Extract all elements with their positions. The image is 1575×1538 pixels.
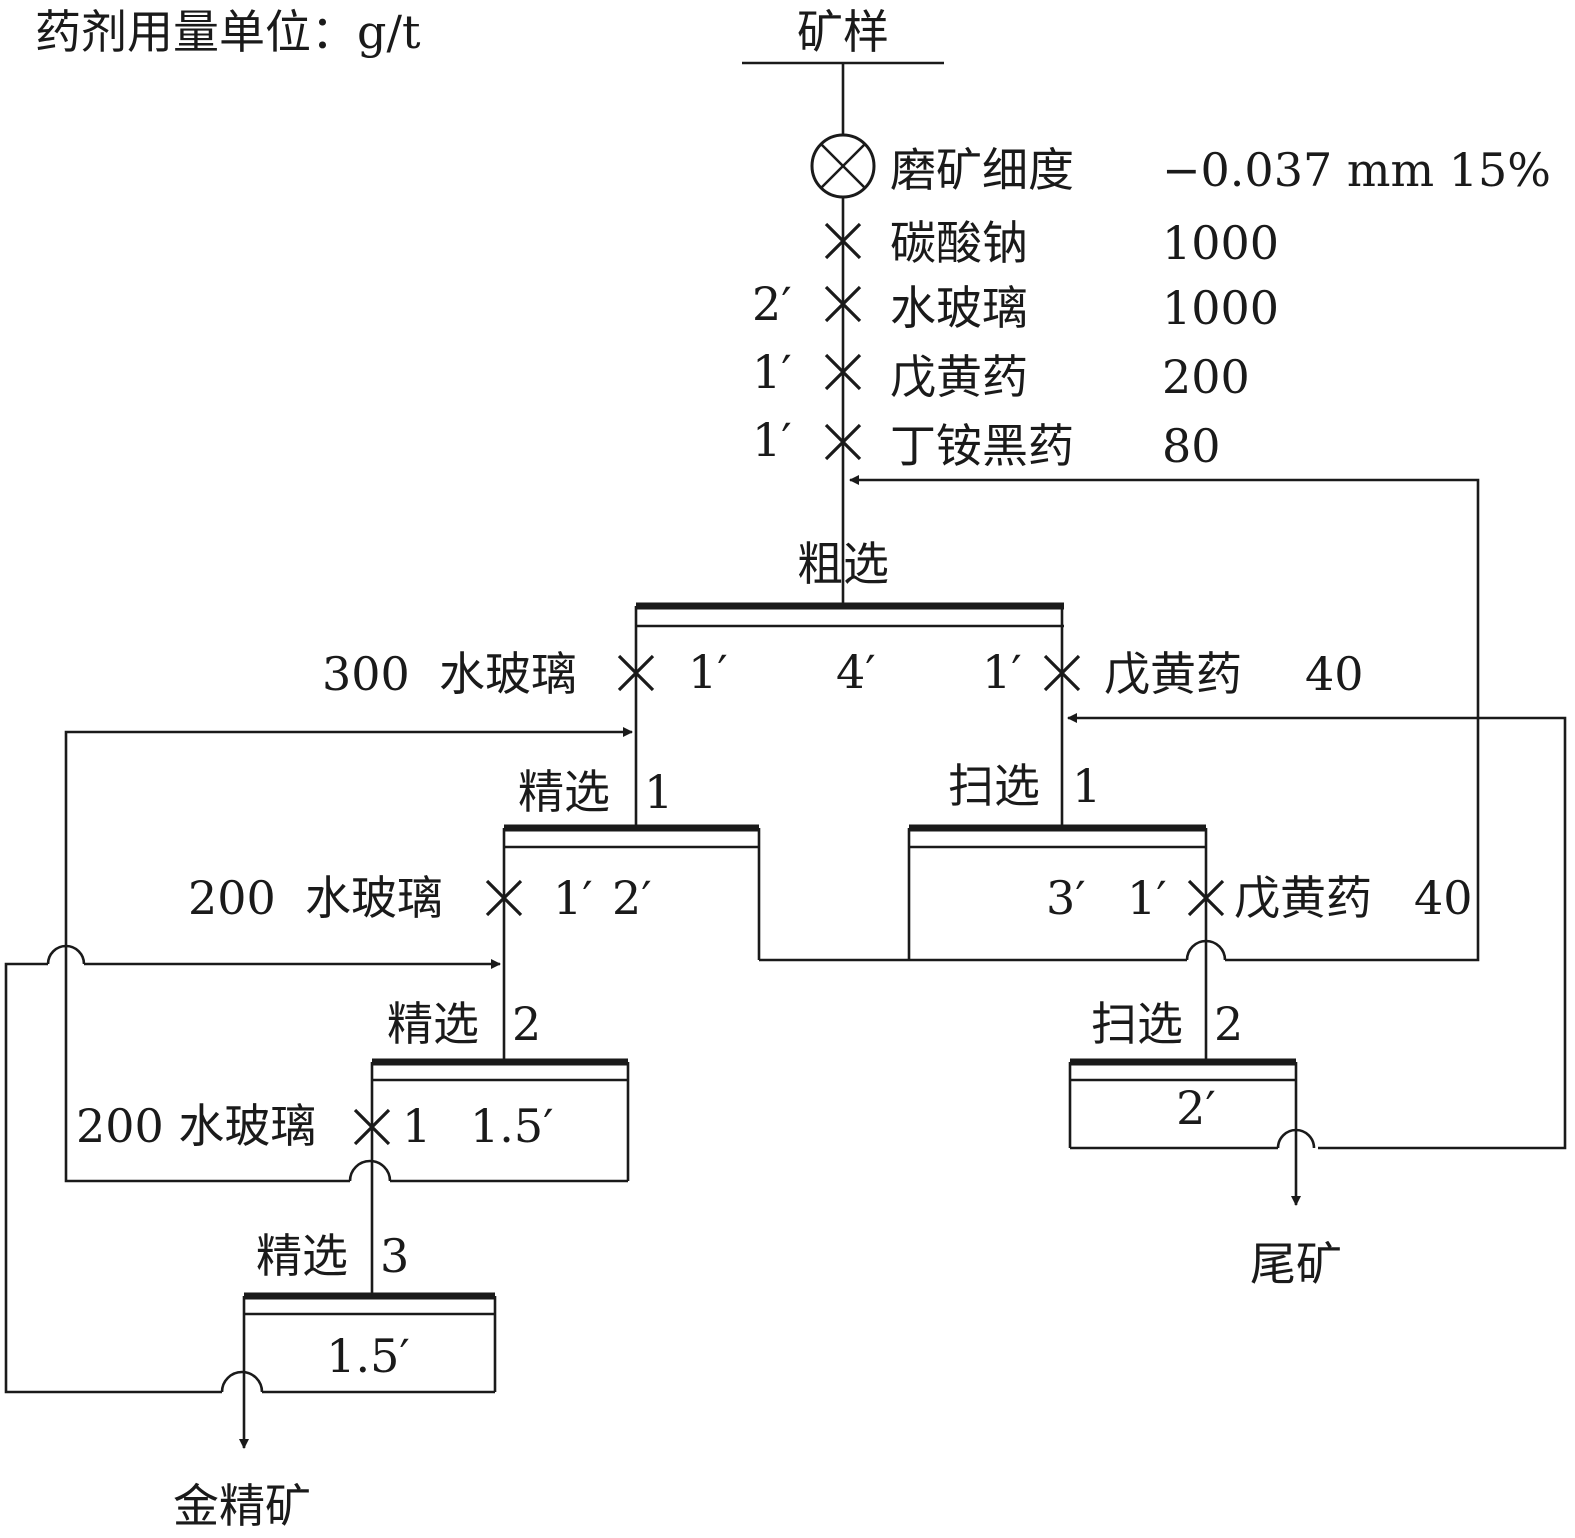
cleaner1-cross xyxy=(485,879,523,917)
scavenger2-label: 扫选 xyxy=(1091,997,1183,1051)
scavenger1-label: 扫选 xyxy=(948,759,1040,813)
scavenger2-float-time: 2′ xyxy=(1176,1081,1216,1135)
grinding-label: 磨矿细度 xyxy=(890,143,1074,197)
reagent-time-2: 1′ xyxy=(752,345,792,399)
reagent-time-3: 1′ xyxy=(752,413,792,467)
reagent-dose-2: 200 xyxy=(1162,350,1250,404)
crossing-hop-cln3 xyxy=(220,1370,264,1393)
reagent-name-0: 碳酸钠 xyxy=(890,216,1028,270)
cleaner3-label: 精选 xyxy=(256,1229,348,1283)
scavenger1-time: 1′ xyxy=(1127,871,1167,925)
recycle-cln2-to-cln1 xyxy=(64,727,633,1183)
cleaner1-time2: 2′ xyxy=(612,871,652,925)
recycle-scav2-to-scav1 xyxy=(1067,713,1567,1150)
cleaner1-label: 精选 xyxy=(518,765,610,819)
unit-note: 药剂用量单位：g/t xyxy=(35,5,421,59)
reagent-dose-1: 1000 xyxy=(1162,281,1279,335)
rougher-float-time: 4′ xyxy=(836,645,876,699)
cleaner2-num: 2 xyxy=(512,997,541,1051)
rougher-left-reagent: 300 水玻璃 xyxy=(322,647,577,701)
reagent-name-1: 水玻璃 xyxy=(890,281,1028,335)
feed-label: 矿样 xyxy=(797,5,889,59)
rougher-label: 粗选 xyxy=(797,537,889,591)
reagent-cross-3 xyxy=(824,423,862,461)
rougher-right-reagent: 戊黄药 xyxy=(1104,647,1242,701)
crossing-hop-scav1 xyxy=(1185,939,1227,961)
cleaner2-time2: 1.5′ xyxy=(470,1099,554,1153)
scavenger1-float-time: 3′ xyxy=(1046,871,1086,925)
rougher-right-cross xyxy=(1043,654,1081,692)
reagent-cross-1 xyxy=(824,285,862,323)
reagent-dose-3: 80 xyxy=(1162,419,1221,473)
recycle-scav1-to-rougher xyxy=(849,475,1480,962)
crossing-hop-cln2 xyxy=(348,1159,392,1182)
grinding-value: −0.037 mm 15% xyxy=(1162,143,1551,197)
reagent-time-1: 2′ xyxy=(752,277,792,331)
scavenger1-dose: 40 xyxy=(1414,871,1473,925)
cleaner2-time1: 1 xyxy=(402,1099,431,1153)
recycle-cln3-to-cln2 xyxy=(4,962,222,1394)
cleaner2-reagent: 200 水玻璃 xyxy=(76,1099,316,1153)
scavenger1-reagent: 戊黄药 xyxy=(1234,871,1372,925)
reagent-cross-2 xyxy=(824,353,862,391)
cleaner2-label: 精选 xyxy=(387,997,479,1051)
cleaner1-num: 1 xyxy=(644,765,673,819)
cleaner2-cross xyxy=(353,1108,391,1146)
scavenger2-num: 2 xyxy=(1214,997,1243,1051)
reagent-cross-0 xyxy=(824,222,862,260)
tailings-label: 尾矿 xyxy=(1250,1237,1342,1291)
cleaner3-num: 3 xyxy=(380,1229,409,1283)
cleaner1-reagent: 200 水玻璃 xyxy=(188,871,443,925)
reagent-dose-0: 1000 xyxy=(1162,216,1279,270)
rougher-left-cross xyxy=(617,654,655,692)
scavenger1-num: 1 xyxy=(1072,759,1101,813)
grinding-icon xyxy=(810,133,876,199)
rougher-left-time: 1′ xyxy=(688,645,728,699)
rougher-right-dose: 40 xyxy=(1305,647,1364,701)
concentrate-label: 金精矿 xyxy=(173,1479,311,1533)
crossing-hop-left xyxy=(46,944,86,965)
cleaner1-time1: 1′ xyxy=(553,871,593,925)
reagent-name-2: 戊黄药 xyxy=(890,350,1028,404)
cleaner3-float-time: 1.5′ xyxy=(326,1329,410,1383)
reagent-name-3: 丁铵黑药 xyxy=(890,419,1074,473)
rougher-right-time: 1′ xyxy=(982,645,1022,699)
scavenger1-cross xyxy=(1187,879,1225,917)
